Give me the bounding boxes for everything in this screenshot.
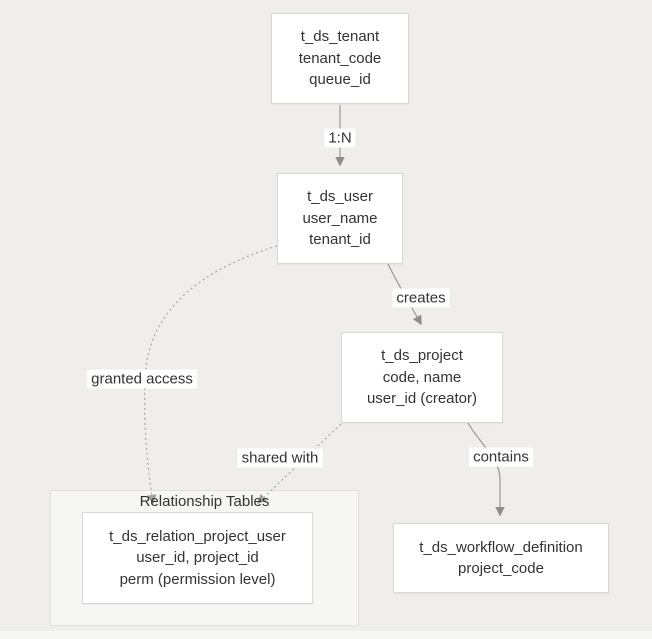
subgraph-title: Relationship Tables (139, 493, 270, 510)
table-field: code, name (382, 368, 462, 386)
edge-user-relation (143, 245, 278, 505)
edge-label-contains: contains (469, 447, 533, 467)
edge-label-1n: 1:N (324, 128, 356, 148)
edge-label-creates: creates (392, 288, 450, 308)
node-t-ds-tenant: t_ds_tenant tenant_code queue_id (271, 13, 409, 104)
table-name: t_ds_project (381, 347, 463, 365)
node-t-ds-project: t_ds_project code, name user_id (creator… (341, 332, 503, 423)
table-field: perm (permission level) (119, 570, 276, 588)
page-bottom-strip (0, 631, 652, 639)
node-t-ds-user: t_ds_user user_name tenant_id (277, 173, 403, 264)
edge-project-relation (256, 423, 342, 504)
table-name: t_ds_workflow_definition (419, 538, 583, 556)
node-t-ds-relation-project-user: t_ds_relation_project_user user_id, proj… (82, 512, 313, 604)
table-field: user_id (creator) (366, 390, 478, 408)
edge-label-granted-access: granted access (87, 369, 197, 389)
table-name: t_ds_relation_project_user (109, 527, 286, 545)
table-name: t_ds_tenant (300, 28, 380, 46)
table-field: project_code (458, 560, 544, 577)
table-field: user_name (302, 209, 378, 227)
table-field: queue_id (309, 71, 371, 89)
edge-label-shared-with: shared with (237, 448, 323, 468)
table-field: user_id, project_id (136, 549, 259, 567)
table-name: t_ds_user (307, 188, 373, 206)
edge-project-workflow (467, 422, 505, 517)
node-t-ds-workflow-definition: t_ds_workflow_definition project_code (393, 523, 609, 593)
table-field: tenant_code (298, 49, 382, 67)
table-field: tenant_id (309, 231, 371, 249)
